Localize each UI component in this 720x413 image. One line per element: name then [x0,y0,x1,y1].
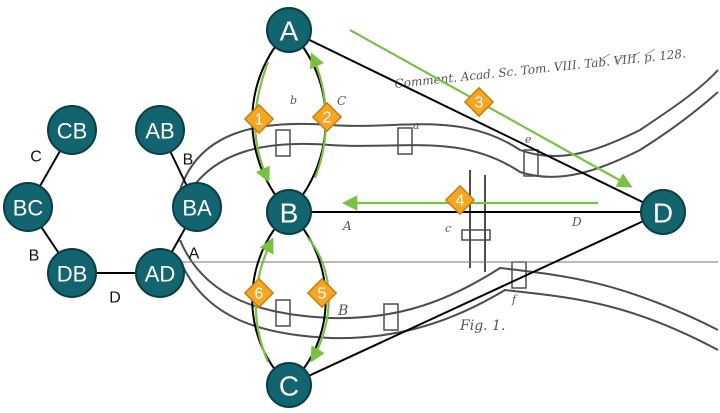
lg-edge-label-bc-db: B [29,248,40,265]
node-a[interactable]: A [266,7,312,53]
step-marker-2-label: 2 [323,110,332,127]
step-marker-4: 4 [444,184,476,216]
step-marker-5: 5 [306,277,338,309]
engraving-label-C: C [337,94,346,108]
node-c-label: C [279,371,299,402]
lg-node-cb-label: CB [57,119,88,144]
node-b-label: B [280,198,299,229]
engraving-fig-label: Fig. 1. [459,318,505,334]
node-d-label: D [653,198,673,229]
lg-node-bc[interactable]: BC [3,182,53,232]
lg-node-ad[interactable]: AD [135,248,185,298]
lg-node-ad-label: AD [145,262,176,287]
engraving-caption: Comment. Acad. Sc. Tom. VIII. Tab. VIII.… [394,46,687,91]
step-markers: 1 2 3 4 5 6 [243,86,495,309]
graph-nodes: A B C D [266,7,686,408]
edge-c-d [288,211,664,386]
node-b[interactable]: B [266,189,312,235]
node-a-label: A [280,16,299,47]
step-marker-3-label: 3 [475,95,484,112]
step-marker-2: 2 [311,101,343,133]
lg-node-ab-label: AB [145,119,174,144]
step-marker-5-label: 5 [318,286,327,303]
step-marker-6: 6 [243,277,275,309]
node-c[interactable]: C [266,362,312,408]
step-marker-4-label: 4 [456,193,465,210]
step-marker-1: 1 [243,103,275,135]
lg-edge-label-ab-ba: B [183,152,194,169]
step-marker-3: 3 [463,86,495,118]
lg-node-cb[interactable]: CB [47,105,97,155]
line-graph-edge-labels: C B B D A [29,149,200,307]
engraving-label-D: D [571,215,582,229]
edge-a-d [288,29,664,213]
node-d[interactable]: D [640,189,686,235]
lg-edge-label-db-ad: D [109,290,121,307]
lg-node-bc-label: BC [13,196,44,221]
line-graph-nodes: CB AB BC BA DB AD [3,105,222,298]
engraving-label-f: f [511,293,518,306]
engraving-label-c: c [445,222,451,235]
lg-edge-label-cb-bc: C [30,149,42,166]
lg-node-ba-label: BA [182,196,212,221]
lg-node-ba[interactable]: BA [172,182,222,232]
engraving-label-A: A [342,219,352,233]
engraving-label-b: b [290,94,297,107]
engraving-label-a: a [413,119,420,132]
lg-node-db[interactable]: DB [47,248,97,298]
engraving-label-e: e [525,133,532,146]
step-marker-1-label: 1 [255,112,264,129]
lg-node-ab[interactable]: AB [135,105,185,155]
lg-node-db-label: DB [57,262,88,287]
arrow-step-3 [349,29,633,188]
step-marker-6-label: 6 [255,286,264,303]
lg-edge-label-ba-ad: A [189,246,200,263]
engraving-label-B: B [337,303,348,319]
